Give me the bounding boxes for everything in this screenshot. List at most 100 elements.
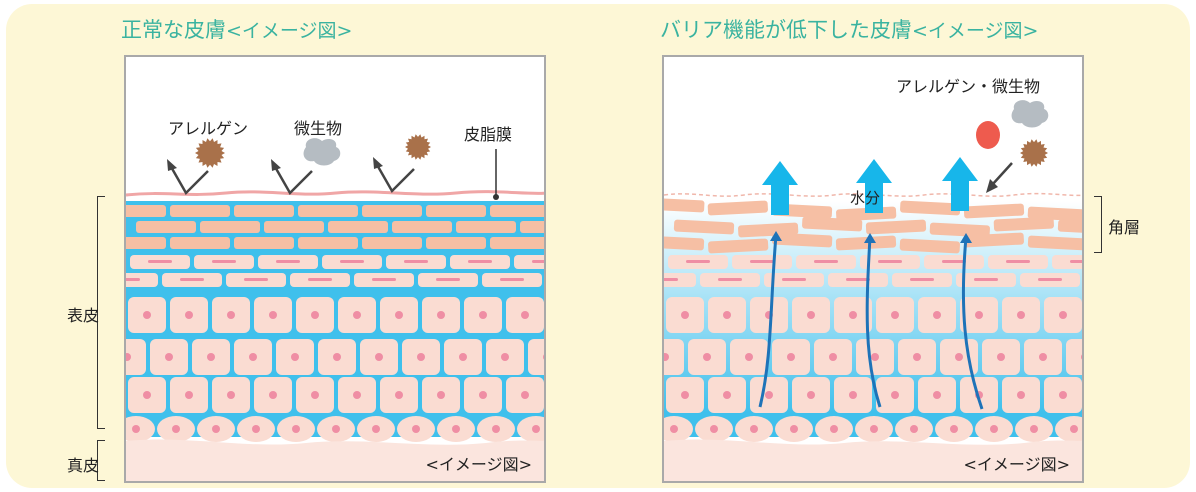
microbe-label: 微生物 — [294, 119, 343, 138]
spinous-cell — [528, 339, 544, 375]
granular-nucleus — [126, 278, 140, 281]
microbe-body — [303, 138, 341, 166]
spinous-nucleus — [849, 311, 857, 319]
spinous-nucleus — [395, 391, 403, 399]
allergen-microbe-label: アレルゲン・微生物 — [896, 77, 1041, 96]
granular-nucleus — [814, 260, 838, 263]
granular-nucleus — [942, 260, 966, 263]
spinous-nucleus — [1059, 391, 1067, 399]
spinous-nucleus — [311, 311, 319, 319]
granular-nucleus — [974, 278, 998, 281]
spinous-nucleus — [185, 391, 193, 399]
granular-cell — [664, 273, 696, 287]
corneum-cell — [772, 232, 833, 248]
basal-nucleus — [372, 425, 380, 433]
granular-nucleus — [1038, 278, 1062, 281]
spinous-nucleus — [459, 353, 467, 361]
corneum-cell — [520, 221, 544, 233]
spinous-nucleus — [437, 391, 445, 399]
granular-cell — [514, 255, 544, 269]
deflect-arrow-icon-head — [373, 157, 383, 169]
spinous-nucleus — [333, 353, 341, 361]
left-image-note: <イメージ図> — [425, 455, 533, 474]
corneum-cell — [673, 219, 735, 235]
corneum-cell — [802, 216, 863, 232]
flow-arrow-icon-head — [770, 231, 782, 241]
spinous-nucleus — [849, 391, 857, 399]
granular-cell — [126, 273, 158, 287]
basal-cell — [517, 416, 544, 442]
spinous-nucleus — [913, 353, 921, 361]
spinous-nucleus — [501, 353, 509, 361]
granular-nucleus — [180, 278, 204, 281]
spinous-nucleus — [249, 353, 257, 361]
spinous-nucleus — [227, 391, 235, 399]
spinous-nucleus — [269, 311, 277, 319]
spinous-nucleus — [1017, 311, 1025, 319]
flow-arrow-icon — [865, 236, 882, 408]
granular-nucleus — [308, 278, 332, 281]
granular-nucleus — [750, 260, 774, 263]
sebum-label: 皮脂膜 — [464, 125, 513, 144]
spinous-cell — [126, 339, 146, 375]
basal-nucleus — [532, 425, 540, 433]
corneum-cell — [707, 200, 768, 216]
granular-nucleus — [212, 260, 236, 263]
basal-nucleus — [790, 425, 798, 433]
deflect-arrow-icon-head — [271, 159, 281, 171]
basal-nucleus — [710, 425, 718, 433]
left-title: 正常な皮膚<イメージ図> — [121, 14, 352, 44]
spinous-nucleus — [871, 353, 879, 361]
corneum-cell — [170, 205, 230, 217]
water-arrow-icon — [856, 159, 892, 213]
corneum-label: 角層 — [1108, 218, 1141, 237]
left-title-sub: <イメージ図> — [226, 20, 353, 42]
spinous-nucleus — [353, 391, 361, 399]
epidermis-bracket-top — [97, 196, 105, 197]
damaged-skin-panel: アレルゲン・微生物 水分 <イメージ図> — [662, 55, 1084, 483]
spinous-nucleus — [353, 311, 361, 319]
granular-nucleus — [244, 278, 268, 281]
flow-arrow-icon — [758, 234, 778, 408]
granular-nucleus — [846, 278, 870, 281]
basal-nucleus — [332, 425, 340, 433]
granular-nucleus — [1070, 260, 1082, 263]
water-arrow-icon — [762, 161, 798, 215]
deflect-arrow-icon — [272, 164, 313, 196]
granular-nucleus — [404, 260, 428, 263]
corneum-cell — [136, 221, 196, 233]
spinous-nucleus — [269, 391, 277, 399]
epidermis-label: 表皮 — [67, 306, 100, 325]
granular-nucleus — [340, 260, 364, 263]
basal-nucleus — [670, 425, 678, 433]
corneum-cell — [200, 221, 260, 233]
corneum-cell — [234, 205, 294, 217]
incoming-arrow-head — [986, 179, 998, 193]
normal-skin-panel: アレルゲン 微生物 皮脂膜 <イメージ図> — [124, 55, 546, 483]
deflect-arrow-icon-head — [167, 159, 177, 171]
basal-nucleus — [1030, 425, 1038, 433]
spinous-nucleus — [1059, 311, 1067, 319]
spinous-cell — [664, 339, 684, 375]
spinous-nucleus — [479, 391, 487, 399]
corneum-cell — [929, 222, 990, 238]
spinous-nucleus — [891, 311, 899, 319]
corneum-cell — [392, 221, 452, 233]
corneum-cell — [298, 205, 358, 217]
basal-nucleus — [292, 425, 300, 433]
spinous-nucleus — [395, 311, 403, 319]
corneum-cell — [993, 216, 1054, 232]
right-title-sub: <イメージ図> — [912, 20, 1039, 42]
corneum-cell — [426, 205, 486, 217]
flow-arrow-icon — [961, 236, 984, 410]
corneum-cell — [490, 237, 544, 249]
basal-nucleus — [252, 425, 260, 433]
spinous-nucleus — [975, 311, 983, 319]
granular-nucleus — [436, 278, 460, 281]
spinous-nucleus — [479, 311, 487, 319]
spinous-nucleus — [807, 391, 815, 399]
flow-arrow-icon-head — [960, 233, 972, 243]
spinous-nucleus — [143, 311, 151, 319]
left-title-main: 正常な皮膚 — [121, 18, 226, 42]
microbe-icon — [1011, 100, 1049, 128]
